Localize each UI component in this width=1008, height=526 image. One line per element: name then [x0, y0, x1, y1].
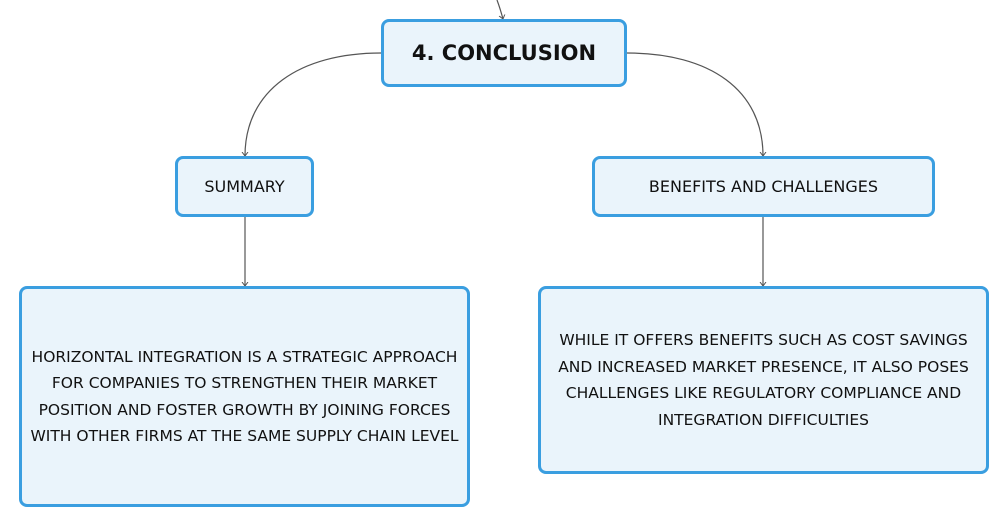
leaf-node-text: WHILE IT OFFERS BENEFITS SUCH AS COST SA…	[558, 331, 969, 429]
branch-node-benefits-and-challenges[interactable]: BENEFITS AND CHALLENGES	[592, 156, 935, 217]
connector-to-summary	[245, 52, 382, 156]
leaf-node-summary-detail[interactable]: HORIZONTAL INTEGRATION IS A STRATEGIC AP…	[19, 286, 470, 507]
connector-to-benefits	[626, 52, 763, 156]
incoming-connector	[496, 0, 503, 19]
branch-node-label: BENEFITS AND CHALLENGES	[648, 177, 879, 196]
leaf-node-benefits-detail[interactable]: WHILE IT OFFERS BENEFITS SUCH AS COST SA…	[538, 286, 989, 474]
leaf-node-text: HORIZONTAL INTEGRATION IS A STRATEGIC AP…	[30, 347, 459, 446]
branch-node-label: SUMMARY	[204, 177, 285, 196]
branch-node-summary[interactable]: SUMMARY	[175, 156, 314, 217]
root-node-label: 4. CONCLUSION	[411, 41, 597, 65]
root-node-conclusion[interactable]: 4. CONCLUSION	[381, 19, 627, 87]
